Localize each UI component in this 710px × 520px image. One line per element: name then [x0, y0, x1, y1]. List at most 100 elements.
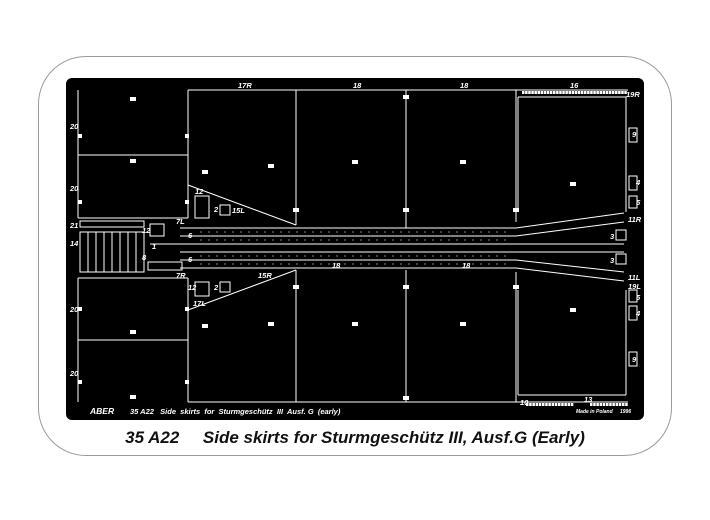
- label-7R: 7R: [176, 271, 186, 280]
- label-7L: 7L: [176, 217, 185, 226]
- bead: [593, 91, 596, 94]
- bead: [526, 403, 529, 406]
- bead: [564, 403, 567, 406]
- label-20-c: 20: [69, 305, 79, 314]
- bead: [529, 403, 532, 406]
- label-21: 21: [69, 221, 78, 230]
- bead: [609, 403, 612, 406]
- bead: [599, 403, 603, 406]
- bead: [590, 91, 593, 94]
- label-5-b: 5: [636, 293, 641, 302]
- bead: [534, 91, 537, 94]
- bead: [611, 91, 615, 94]
- bead: [608, 91, 612, 94]
- bead: [606, 403, 609, 406]
- label-6-b: 6: [188, 255, 193, 264]
- bead-rows: [522, 91, 628, 406]
- bead: [565, 91, 568, 94]
- fret-brand: ABER: [89, 406, 115, 416]
- bead: [556, 91, 559, 94]
- bead: [548, 403, 551, 406]
- label-10: 10: [520, 398, 529, 407]
- bead: [599, 91, 602, 94]
- label-18-d: 18: [462, 261, 471, 270]
- bead: [615, 403, 619, 406]
- bead: [622, 403, 625, 406]
- fret-footer: ABER 35 A22 Side skirts for Sturmgeschüt…: [89, 406, 631, 416]
- bead: [574, 91, 578, 94]
- fret-sheet: [66, 78, 644, 420]
- bead: [593, 403, 596, 406]
- label-13: 13: [584, 395, 593, 404]
- bead: [522, 91, 525, 94]
- label-3-b: 3: [610, 256, 615, 265]
- label-19R: 19R: [626, 90, 640, 99]
- label-4-a: 4: [635, 178, 641, 187]
- label-18-a: 18: [353, 81, 362, 90]
- bead: [596, 91, 599, 94]
- bead: [618, 91, 621, 94]
- photo-etch-fret: 20 20 20 20 21 14 17R 18 18 16 19R 9 4 5…: [66, 78, 644, 420]
- bead: [545, 403, 548, 406]
- bead: [596, 403, 599, 406]
- bead: [570, 403, 574, 406]
- label-20-a: 20: [69, 122, 79, 131]
- label-18-b: 18: [460, 81, 469, 90]
- label-2-b: 2: [213, 283, 219, 292]
- bead: [584, 91, 587, 94]
- bead: [590, 403, 593, 406]
- bead: [602, 91, 606, 94]
- label-20-b: 20: [69, 184, 79, 193]
- label-12-c: 12: [188, 283, 197, 292]
- bead: [553, 91, 556, 94]
- label-15L: 15L: [232, 206, 245, 215]
- bead: [559, 91, 562, 94]
- bead: [568, 91, 571, 94]
- label-20-d: 20: [69, 369, 79, 378]
- bead: [577, 91, 581, 94]
- label-1: 1: [152, 242, 156, 251]
- made-in: Made in Poland: [576, 409, 614, 415]
- bead: [602, 403, 606, 406]
- bead: [587, 91, 590, 94]
- bead: [535, 403, 539, 406]
- bead: [542, 403, 545, 406]
- label-9-a: 9: [632, 130, 637, 139]
- label-11R: 11R: [628, 215, 642, 224]
- bead: [540, 91, 544, 94]
- bead: [562, 91, 565, 94]
- part-labels: 20 20 20 20 21 14 17R 18 18 16 19R 9 4 5…: [69, 81, 642, 407]
- bead: [625, 403, 628, 406]
- label-3-a: 3: [610, 232, 615, 241]
- bead: [624, 91, 627, 94]
- label-11L: 11L: [628, 273, 641, 282]
- bead: [551, 403, 555, 406]
- bead: [531, 91, 534, 94]
- bead: [605, 91, 609, 94]
- bead: [532, 403, 535, 406]
- bead: [571, 91, 575, 94]
- bead: [567, 403, 571, 406]
- label-14: 14: [70, 239, 79, 248]
- bead: [615, 91, 618, 94]
- label-6-a: 6: [188, 231, 193, 240]
- bead: [580, 91, 584, 94]
- label-12-a: 12: [195, 187, 204, 196]
- label-19L: 19L: [628, 282, 641, 291]
- fret-year: 1996: [620, 409, 631, 415]
- bead: [554, 403, 558, 406]
- bead: [528, 91, 531, 94]
- bead: [612, 403, 615, 406]
- label-16: 16: [570, 81, 579, 90]
- label-18-c: 18: [332, 261, 341, 270]
- label-12-b: 12: [142, 226, 151, 235]
- bead: [538, 403, 542, 406]
- label-2-a: 2: [213, 205, 219, 214]
- bead: [558, 403, 561, 406]
- attachment-tabs: [78, 95, 576, 400]
- fret-footer-text: 35 A22 Side skirts for Sturmgeschütz III…: [130, 407, 341, 416]
- label-17R: 17R: [238, 81, 252, 90]
- bead: [618, 403, 622, 406]
- bead: [561, 403, 564, 406]
- bead: [549, 91, 553, 94]
